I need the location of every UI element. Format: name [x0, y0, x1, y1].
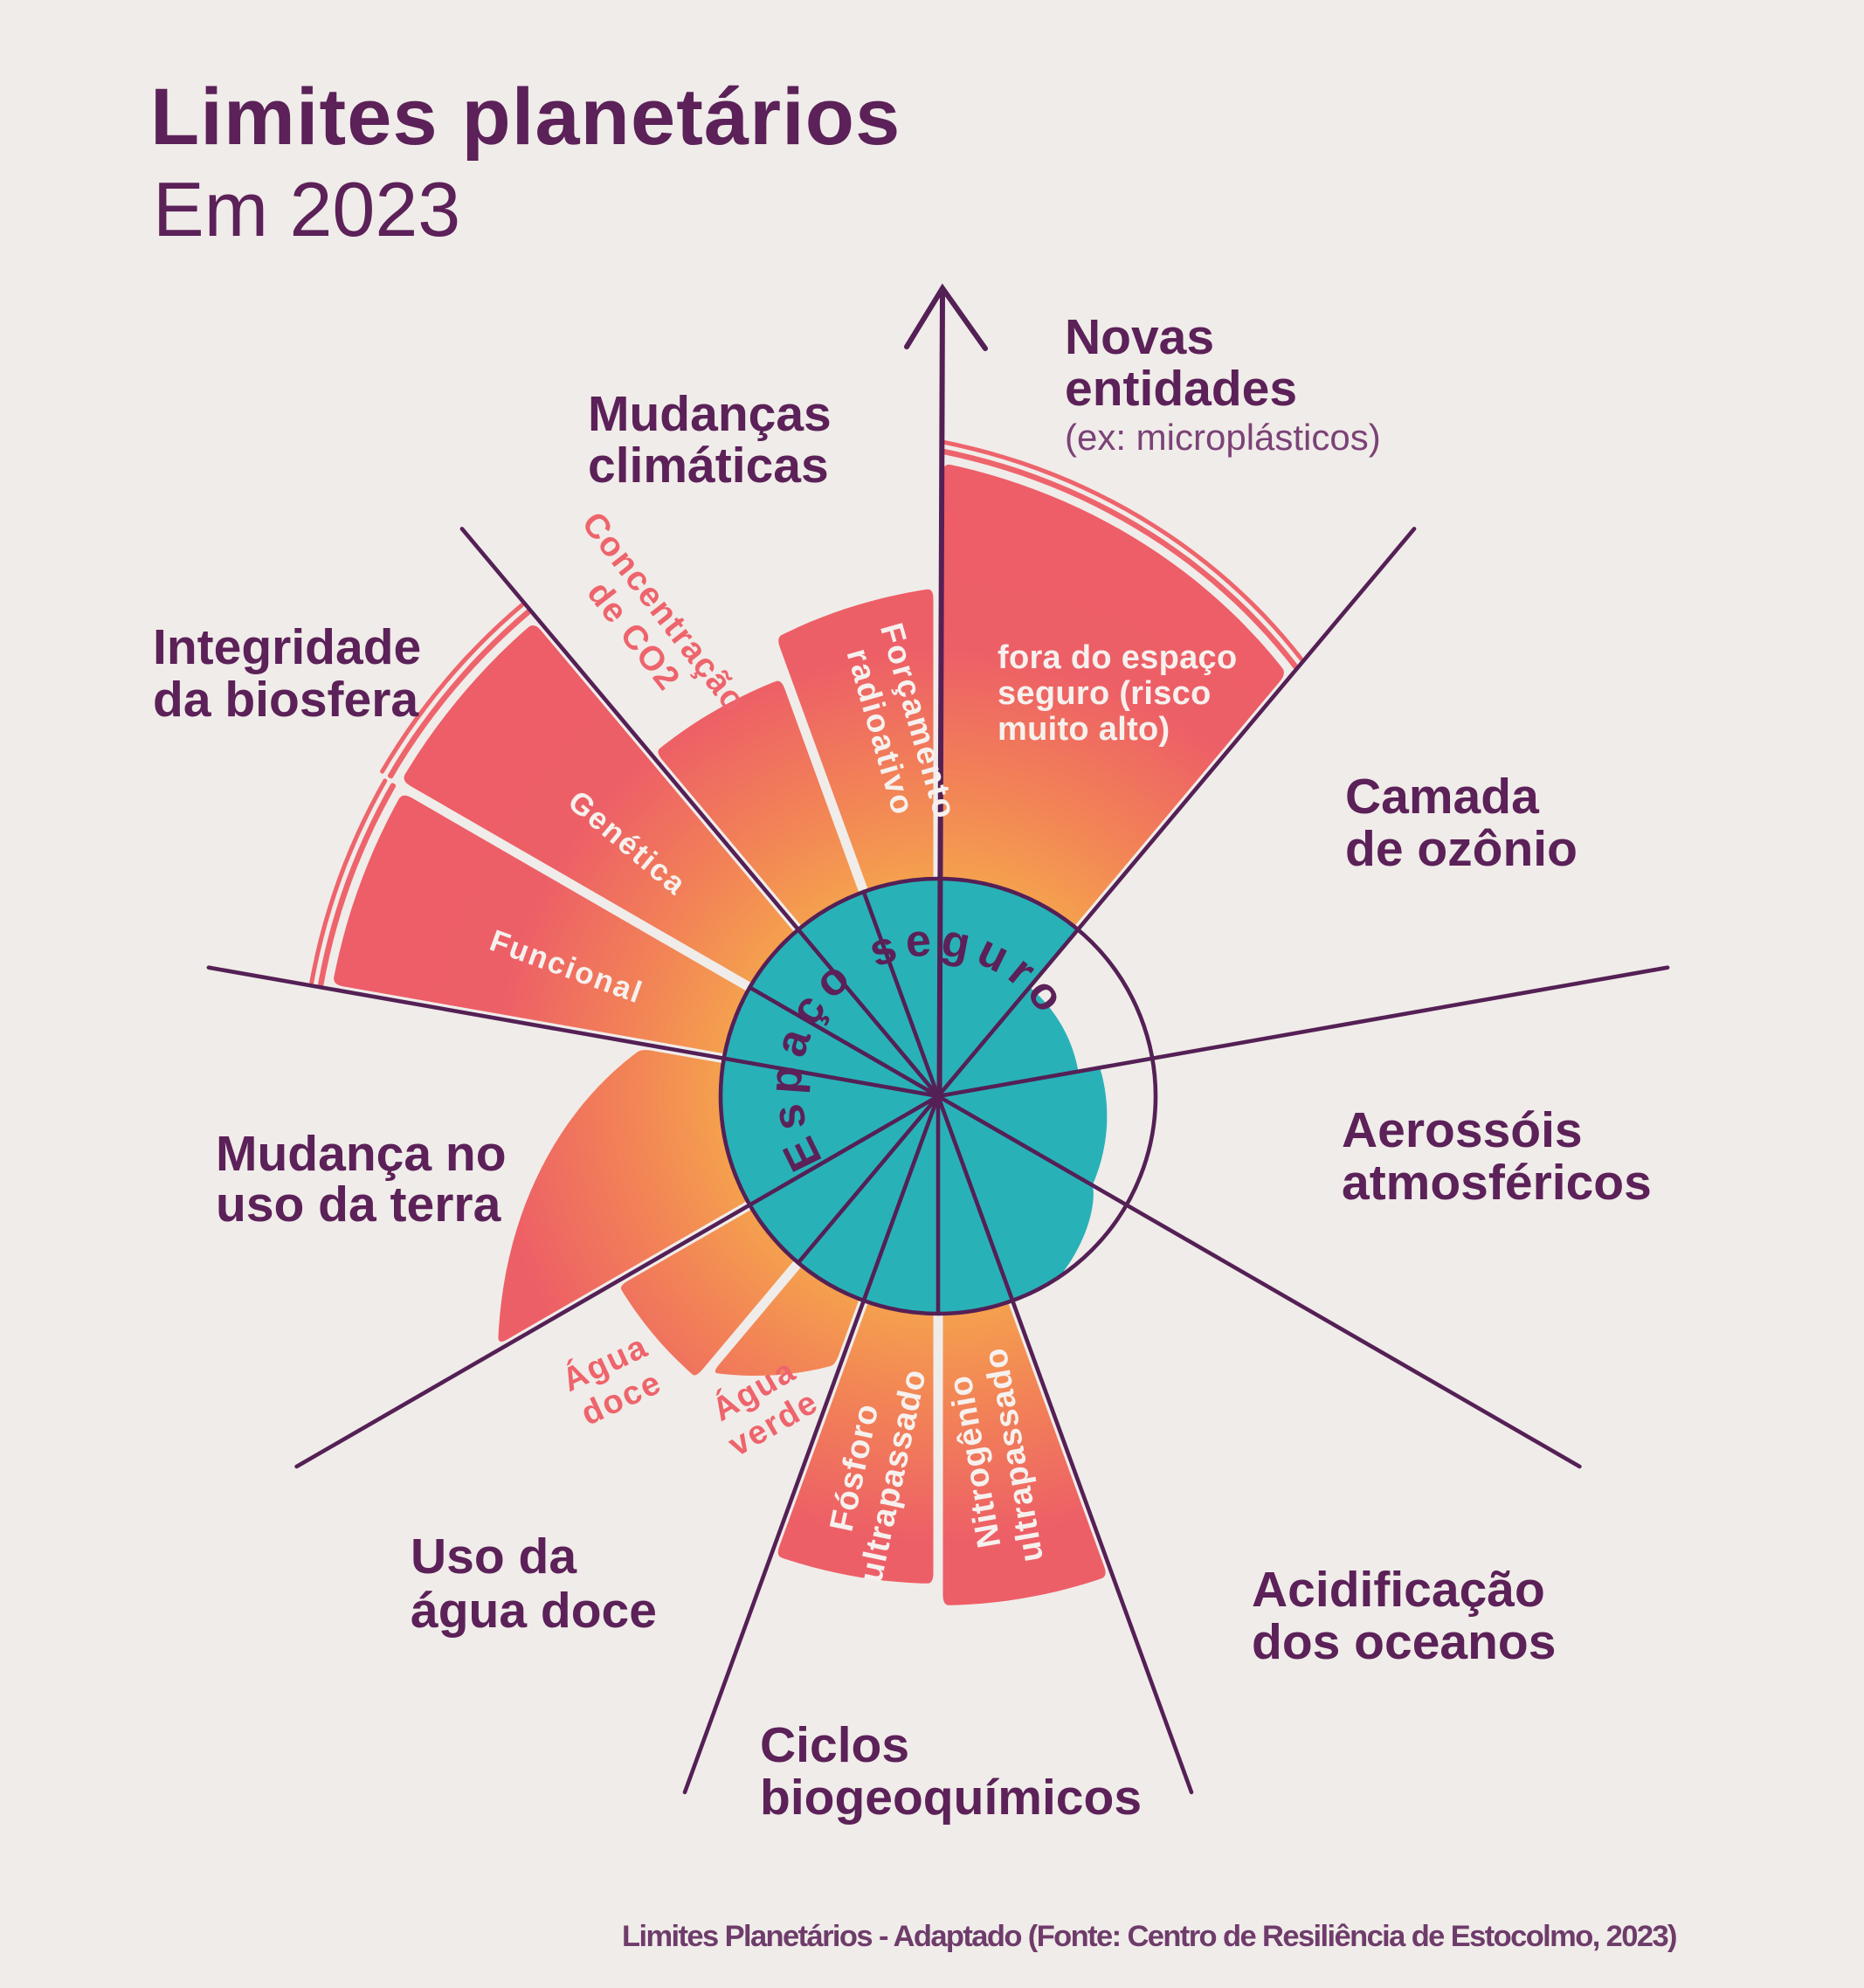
- svg-text:Limites Planetários - Adaptado: Limites Planetários - Adaptado (Fonte: C…: [622, 1920, 1676, 1953]
- svg-text:Limites planetários: Limites planetários: [150, 72, 901, 162]
- svg-text:Em 2023: Em 2023: [153, 166, 460, 252]
- svg-text:(ex: microplásticos): (ex: microplásticos): [1065, 417, 1381, 458]
